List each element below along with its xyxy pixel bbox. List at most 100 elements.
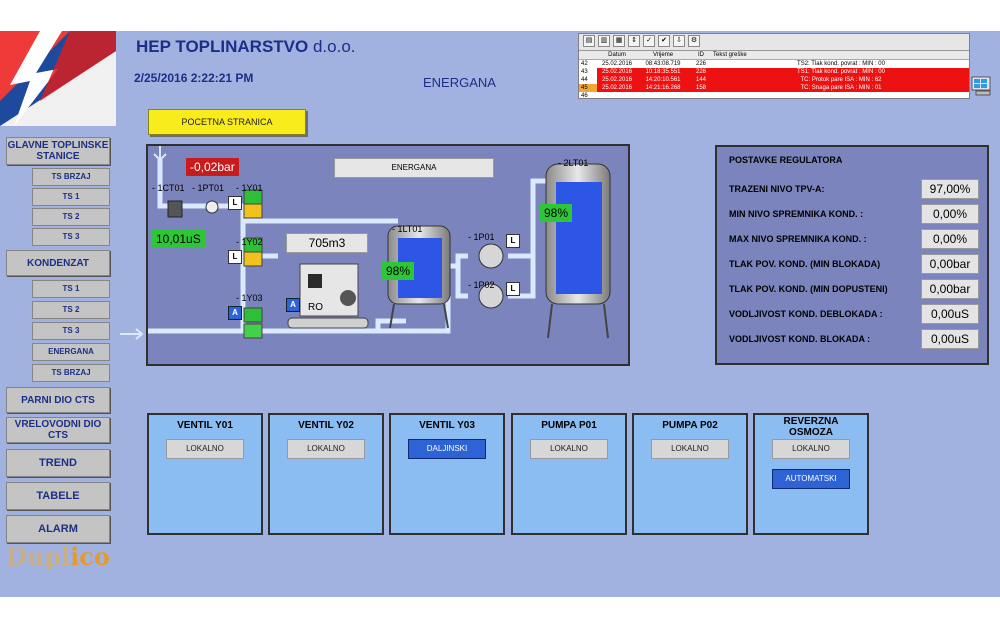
setting-value[interactable]: 0,00uS [921,329,979,349]
tag-2lt01: - 2LT01 [558,158,589,168]
pump-p01-local-badge[interactable]: L [506,234,520,248]
alarm-toolbar-settings-icon[interactable]: ⚙ [688,35,700,47]
mode-button[interactable]: LOKALNO [287,439,365,459]
alarm-num: 46 [581,93,588,99]
volume-readout: 705m3 [286,233,368,253]
nav-ts-2[interactable]: TS 2 [32,208,110,226]
setting-label: VODLJIVOST KOND. BLOKADA : [729,334,871,344]
tag-1pt01: - 1PT01 [192,183,225,193]
tag-1y03: - 1Y03 [236,293,263,303]
setting-value[interactable]: 0,00bar [921,279,979,299]
alarm-id: 144 [695,77,706,83]
setting-value[interactable]: 0,00% [921,229,979,249]
mode-button[interactable]: LOKALNO [166,439,244,459]
regulator-settings-panel: POSTAVKE REGULATORA TRAZENI NIVO TPV-A: … [715,145,989,365]
process-piping [148,146,611,339]
nav-ts-1[interactable]: TS 1 [32,188,110,206]
alarm-time: 14:20:10.561 [645,77,681,83]
alarm-id: 226 [695,69,706,75]
nav-kond-ts-1[interactable]: TS 1 [32,280,110,298]
mode-button[interactable]: LOKALNO [772,439,850,459]
nav-alarm[interactable]: ALARM [6,515,110,543]
alarm-text: TC: Protok pare ISA : MIN : 62 [800,77,882,83]
control-title: PUMPA P02 [662,420,718,431]
valve-y02-local-badge[interactable]: L [228,250,242,264]
energana-label-button[interactable]: ENERGANA [334,158,494,178]
alarm-col-num [579,51,597,59]
tag-1y01: - 1Y01 [236,183,263,193]
alarm-row[interactable]: 42 25.02.2016 08:43:08.719 226 TS2: Tlak… [579,60,969,68]
alarm-toolbar-sort-icon[interactable]: ⇕ [628,35,640,47]
alarm-toolbar-print-icon[interactable]: ▦ [613,35,625,47]
nav-ts-brzaj[interactable]: TS BRZAJ [32,168,110,186]
alarm-toolbar-export-icon[interactable]: ⇩ [673,35,685,47]
valve-y01-local-badge[interactable]: L [228,196,242,210]
conductivity-readout: 10,01uS [152,230,205,248]
alarm-num: 43 [579,68,597,76]
nav-kond-energana[interactable]: ENERGANA [32,343,110,361]
setting-value[interactable]: 0,00uS [921,304,979,324]
setting-value[interactable]: 0,00% [921,204,979,224]
nav-kond-ts-3[interactable]: TS 3 [32,322,110,340]
alarm-time: 14:21:16.268 [645,85,681,91]
alarm-text: TS1: Tlak kond. povrat : MIN : 00 [797,69,885,75]
scada-screen: HEP TOPLINARSTVO d.o.o. 2/25/2016 2:22:2… [0,31,1000,597]
alarm-num: 42 [581,61,588,67]
control-title: VENTIL Y01 [177,420,233,431]
nav-parni[interactable]: PARNI DIO CTS [6,387,110,413]
alarm-toolbar-filter-icon[interactable]: ▥ [598,35,610,47]
alarm-date: 25.02.2016 [601,77,633,83]
mode-button[interactable]: LOKALNO [651,439,729,459]
setting-label: TRAZENI NIVO TPV-A: [729,184,825,194]
current-datetime: 2/25/2016 2:22:21 PM [134,71,254,85]
alarm-table-header: Datum Vrijeme ID Tekst greške [579,51,969,60]
mode-button[interactable]: DALJINSKI [408,439,486,459]
alarm-row[interactable]: 43 25.02.2016 10:18:35.551 226 TS1: Tlak… [579,68,969,76]
nav-main-stations[interactable]: GLAVNE TOPLINSKE STANICE [6,137,110,165]
nav-trend[interactable]: TREND [6,449,110,477]
setting-value[interactable]: 0,00bar [921,254,979,274]
alarm-toolbar: ▤ ▥ ▦ ⇕ ✓ ✔ ⇩ ⚙ [579,34,969,51]
computer-icon[interactable] [970,75,994,97]
nav-kond-ts-brzaj[interactable]: TS BRZAJ [32,364,110,382]
alarm-toolbar-list-icon[interactable]: ▤ [583,35,595,47]
setting-label: TLAK POV. KOND. (MIN DOPUSTENI) [729,284,888,294]
control-valve-y01: VENTIL Y01 LOKALNO [147,413,263,535]
tag-1ct01: - 1CT01 [152,183,185,193]
valve-y03-auto-badge[interactable]: A [228,306,242,320]
alarm-toolbar-ackall-icon[interactable]: ✔ [658,35,670,47]
nav-kond-ts-2[interactable]: TS 2 [32,301,110,319]
auto-mode-button[interactable]: AUTOMATSKI [772,469,850,489]
setting-label: VODLJIVOST KOND. DEBLOKADA : [729,309,883,319]
alarm-col-id: ID [698,52,704,58]
nav-vrelovodni[interactable]: VRELOVODNI DIO CTS [6,417,110,443]
alarm-row[interactable]: 44 25.02.2016 14:20:10.561 144 TC: Proto… [579,76,969,84]
nav-tabele[interactable]: TABELE [6,482,110,510]
company-logo [0,31,116,126]
page-title: ENERGANA [423,75,496,90]
control-title: VENTIL Y03 [419,420,475,431]
alarm-toolbar-ack-icon[interactable]: ✓ [643,35,655,47]
inlet-arrow-icon [120,327,144,340]
alarm-time: 10:18:35.551 [645,69,681,75]
company-name: HEP TOPLINARSTVO d.o.o. [136,37,356,57]
process-diagram-panel: ENERGANA -0,02bar 10,01uS 705m3 98% 98% … [146,144,630,366]
alarm-time: 08:43:08.719 [645,61,681,67]
tank-1lt01-level: 98% [382,262,415,280]
alarm-text: TS2: Tlak kond. povrat : MIN : 00 [797,61,885,67]
tank-2lt01-level: 98% [540,204,573,222]
home-page-button[interactable]: POCETNA STRANICA [148,109,306,135]
brand-part-3: co [79,542,110,571]
mode-button[interactable]: LOKALNO [530,439,608,459]
nav-ts-3[interactable]: TS 3 [32,228,110,246]
nav-kondenzat[interactable]: KONDENZAT [6,250,110,276]
control-valve-y02: VENTIL Y02 LOKALNO [268,413,384,535]
alarm-date: 25.02.2016 [601,85,633,91]
alarm-row-selected[interactable]: 45 25.02.2016 14:21:16.268 158 TC: Snaga… [579,84,969,92]
control-title: REVERZNA OSMOZA [783,416,839,438]
ro-auto-badge[interactable]: A [286,298,300,312]
tag-ro: RO [308,302,323,313]
alarm-row[interactable]: 46 [579,92,969,100]
setting-value[interactable]: 97,00% [921,179,979,199]
pump-p02-local-badge[interactable]: L [506,282,520,296]
